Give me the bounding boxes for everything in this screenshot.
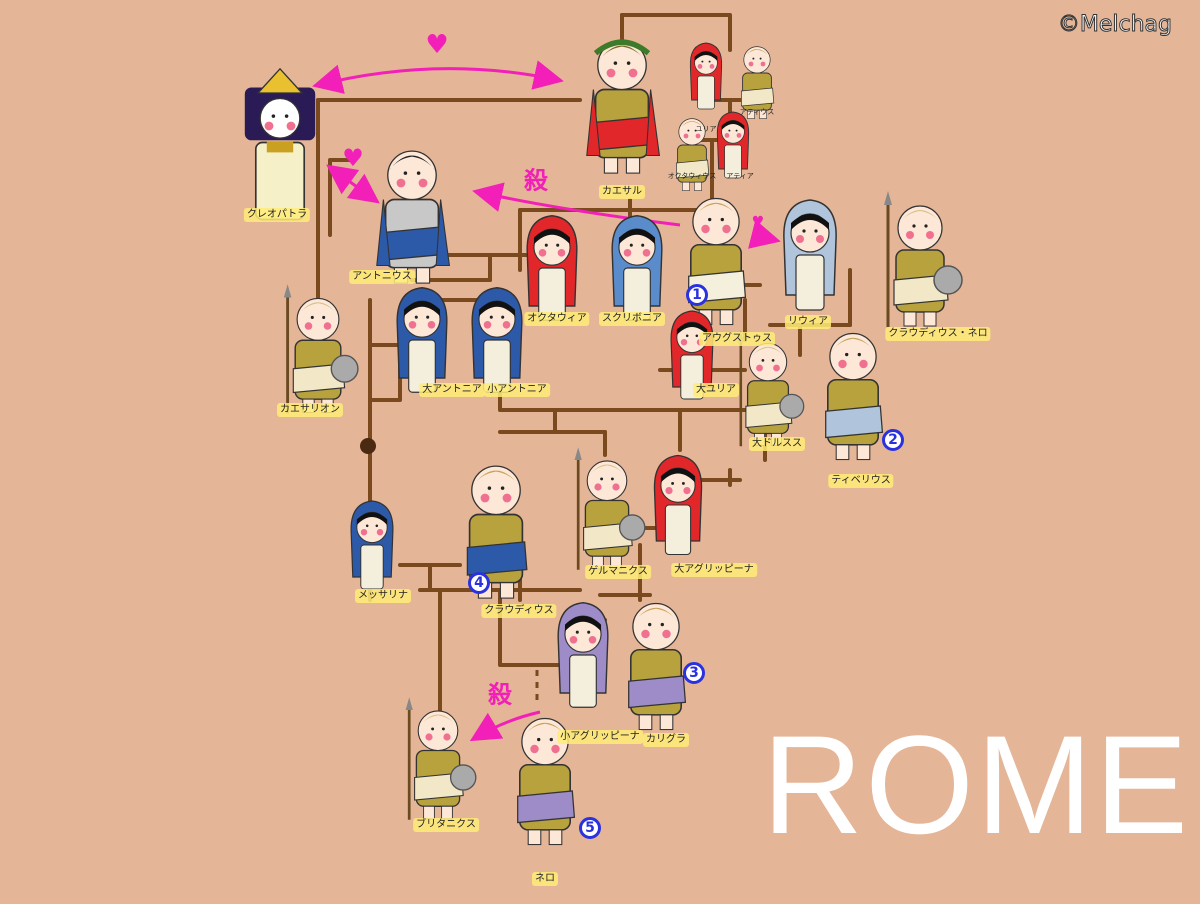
figure-messalina (350, 500, 394, 590)
junction-dot (360, 438, 376, 454)
relationship-arrow (748, 219, 781, 249)
name-label-scribonia: スクリボニア (599, 312, 665, 326)
name-label-julia_maior: 大ユリア (693, 383, 739, 397)
figure-caesar (586, 39, 661, 174)
name-label-julia1: ユリア (695, 125, 717, 133)
figure-agrippina_minor (557, 602, 609, 708)
emperor-number-badge: 2 (882, 429, 904, 451)
figure-atia (716, 111, 750, 179)
family-line (498, 588, 562, 667)
figure-germanicus (574, 447, 646, 570)
emperor-number-badge: 4 (468, 572, 490, 594)
name-label-messalina: メッサリナ (355, 589, 411, 603)
emperor-number-badge: 3 (683, 662, 705, 684)
emperor-number-badge: 1 (686, 284, 708, 306)
figure-cleopatra (244, 67, 316, 221)
figure-claudius_nero (884, 191, 963, 327)
kill-mark: 殺 (524, 166, 548, 195)
name-label-britannicus: ブリタニクス (413, 818, 479, 832)
figure-caesarion (283, 284, 359, 414)
figure-claudius (466, 465, 528, 599)
figure-antonia_maior (396, 287, 448, 393)
name-label-octavia: オクタウィア (524, 312, 590, 326)
figure-octavius (676, 118, 710, 191)
name-label-atius: アティウス (739, 108, 775, 116)
figure-livia (783, 199, 837, 311)
kill-mark: 殺 (488, 680, 512, 709)
name-label-octavius: オクタウィウス (667, 172, 717, 180)
family-line (620, 13, 732, 52)
heart-icon: ♥ (751, 214, 765, 230)
family-line (368, 358, 402, 402)
name-label-antonia_maior: 大アントニア (419, 383, 485, 397)
figure-octavia (526, 215, 578, 321)
name-label-augustus: アウグストゥス (699, 332, 775, 346)
figure-scribonia (611, 215, 663, 321)
figure-atius (741, 46, 775, 119)
name-label-drusus: 大ドルスス (749, 437, 805, 451)
figure-antonia_minor (471, 287, 523, 393)
figure-tiberius (825, 332, 884, 461)
relationship-arrow (326, 164, 380, 204)
family-line (328, 158, 354, 237)
name-label-germanicus: ゲルマニクス (585, 565, 651, 579)
page-title: ROME (762, 706, 1190, 863)
relationship-arrow (469, 710, 541, 742)
name-label-nero: ネロ (532, 872, 558, 886)
credit-text: ©Melchag (1057, 12, 1172, 38)
name-label-caesar: カエサル (599, 185, 645, 199)
figure-caligula (628, 602, 687, 731)
figure-augustus (688, 197, 747, 326)
figure-agrippina_maior (653, 454, 703, 556)
emperor-number-badge: 5 (579, 817, 601, 839)
name-label-claudius_nero: クラウディウス・ネロ (885, 327, 991, 341)
figure-julia1 (689, 42, 723, 110)
name-label-claudius: クラウディウス (481, 604, 557, 618)
heart-icon: ♥ (342, 144, 364, 172)
figure-drusus (737, 330, 805, 447)
name-label-agrippina_maior: 大アグリッピーナ (671, 563, 757, 577)
name-label-antonia_minor: 小アントニア (484, 383, 550, 397)
name-label-tiberius: ティベリウス (828, 474, 894, 488)
name-label-caligula: カリグラ (643, 733, 689, 747)
name-label-antonius: アントニウス (349, 270, 415, 284)
figure-antonius (376, 150, 451, 284)
figure-britannicus (405, 697, 477, 820)
name-label-caesarion: カエサリオン (277, 403, 343, 417)
relationship-arrow (312, 60, 564, 94)
name-label-atia: アティア (726, 172, 754, 180)
name-label-agrippina_minor: 小アグリッピーナ (557, 730, 643, 744)
name-label-livia: リウィア (785, 315, 831, 329)
name-label-cleopatra: クレオパトラ (243, 208, 311, 222)
heart-icon: ♥ (425, 30, 449, 60)
figure-nero (517, 717, 576, 846)
